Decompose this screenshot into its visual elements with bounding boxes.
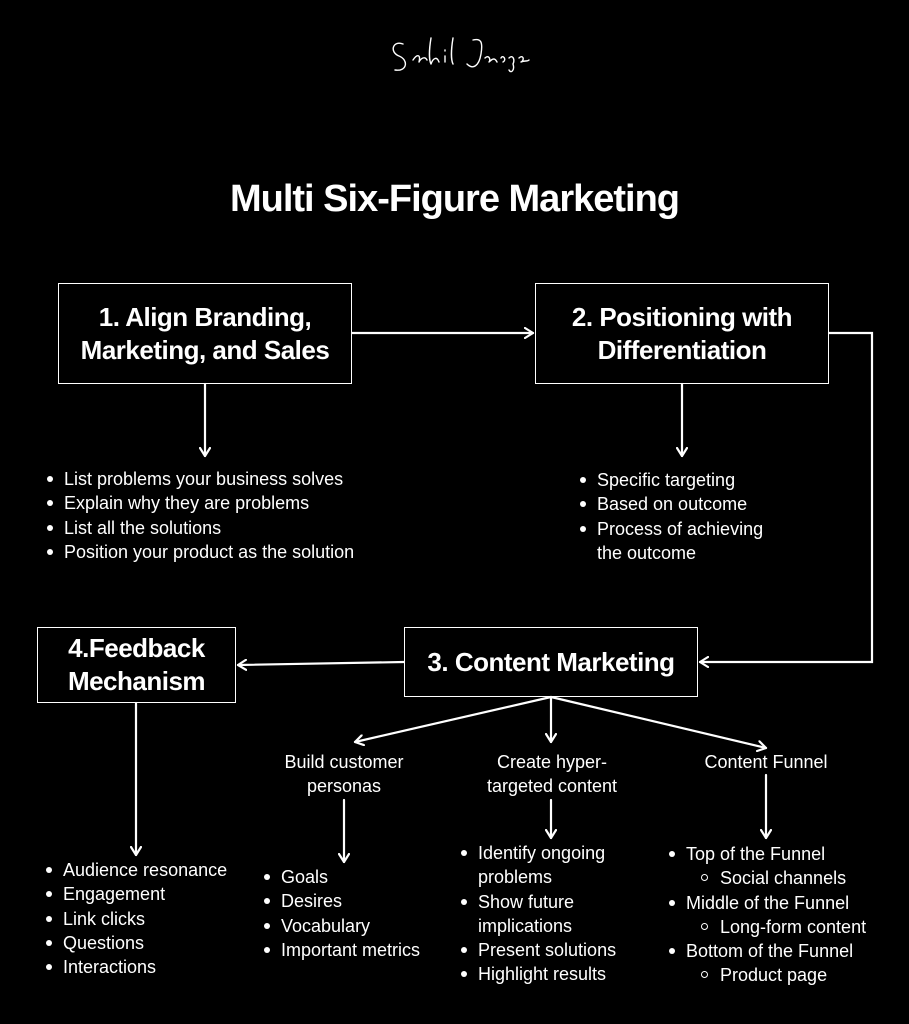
list-item: Interactions: [43, 955, 227, 979]
step-feedback: 4.Feedback Mechanism: [37, 627, 236, 703]
label-content-funnel: Content Funnel: [686, 750, 846, 774]
list-item: Process of achieving: [577, 517, 763, 541]
personas-list: Goals Desires Vocabulary Important metri…: [261, 865, 420, 962]
list-item: Highlight results: [458, 962, 616, 986]
align-list: List problems your business solves Expla…: [44, 467, 354, 564]
step-positioning-line2: Differentiation: [597, 334, 767, 365]
label-content-funnel-line1: Content Funnel: [704, 752, 828, 772]
label-build-personas: Build customer personas: [264, 750, 424, 798]
label-build-personas-line1: Build customer: [284, 752, 404, 772]
feedback-list: Audience resonance Engagement Link click…: [43, 858, 227, 979]
step-align-branding-line2: Marketing, and Sales: [80, 334, 330, 365]
list-item: Audience resonance: [43, 858, 227, 882]
list-item: Identify ongoing: [458, 841, 616, 865]
arrow-2-to-3: [698, 331, 874, 662]
list-subitem: Social channels: [666, 866, 866, 890]
label-hyper-targeted-line1: Create hyper-: [496, 752, 608, 772]
positioning-list: Specific targeting Based on outcome Proc…: [577, 468, 763, 565]
list-item: Link clicks: [43, 907, 227, 931]
list-item: Desires: [261, 889, 420, 913]
label-build-personas-line2: personas: [306, 776, 382, 796]
list-item: Top of the Funnel: [666, 842, 866, 866]
step-positioning-line1: 2. Positioning with: [571, 301, 793, 332]
funnel-list: Top of the Funnel Social channels Middle…: [666, 842, 866, 988]
list-subitem: Product page: [666, 963, 866, 987]
list-item: Vocabulary: [261, 914, 420, 938]
list-item: Important metrics: [261, 938, 420, 962]
arrow-3-to-4: [236, 662, 406, 665]
step-align-branding-line1: 1. Align Branding,: [98, 301, 312, 332]
list-item: List all the solutions: [44, 516, 354, 540]
list-item: Position your product as the solution: [44, 540, 354, 564]
label-hyper-targeted-line2: targeted content: [486, 776, 618, 796]
step-feedback-line2: Mechanism: [67, 666, 206, 696]
signature-logo: [392, 37, 530, 73]
list-item: Engagement: [43, 882, 227, 906]
list-item: Middle of the Funnel: [666, 891, 866, 915]
step-feedback-line1: 4.Feedback: [68, 633, 205, 663]
list-item: Present solutions: [458, 938, 616, 962]
list-item: Explain why they are problems: [44, 491, 354, 515]
list-item: List problems your business solves: [44, 467, 354, 491]
content-list: Identify ongoing problems Show future im…: [458, 841, 616, 987]
step-align-branding: 1. Align Branding, Marketing, and Sales: [58, 283, 352, 384]
list-subitem: Long-form content: [666, 915, 866, 939]
step-content-marketing-label: 3. Content Marketing: [427, 646, 675, 677]
list-item: Bottom of the Funnel: [666, 939, 866, 963]
list-item: Questions: [43, 931, 227, 955]
label-hyper-targeted: Create hyper- targeted content: [462, 750, 642, 798]
list-item: Goals: [261, 865, 420, 889]
list-item-continued: implications: [478, 915, 573, 936]
list-item: Specific targeting: [577, 468, 763, 492]
list-item-continued: the outcome: [597, 542, 697, 563]
arrow-3-to-funnel: [549, 695, 768, 748]
page-title: Multi Six-Figure Marketing: [229, 178, 680, 220]
list-item-continued: problems: [478, 867, 553, 888]
list-item: Based on outcome: [577, 492, 763, 516]
arrow-3-to-personas: [353, 695, 553, 742]
list-item: Show future: [458, 890, 616, 914]
